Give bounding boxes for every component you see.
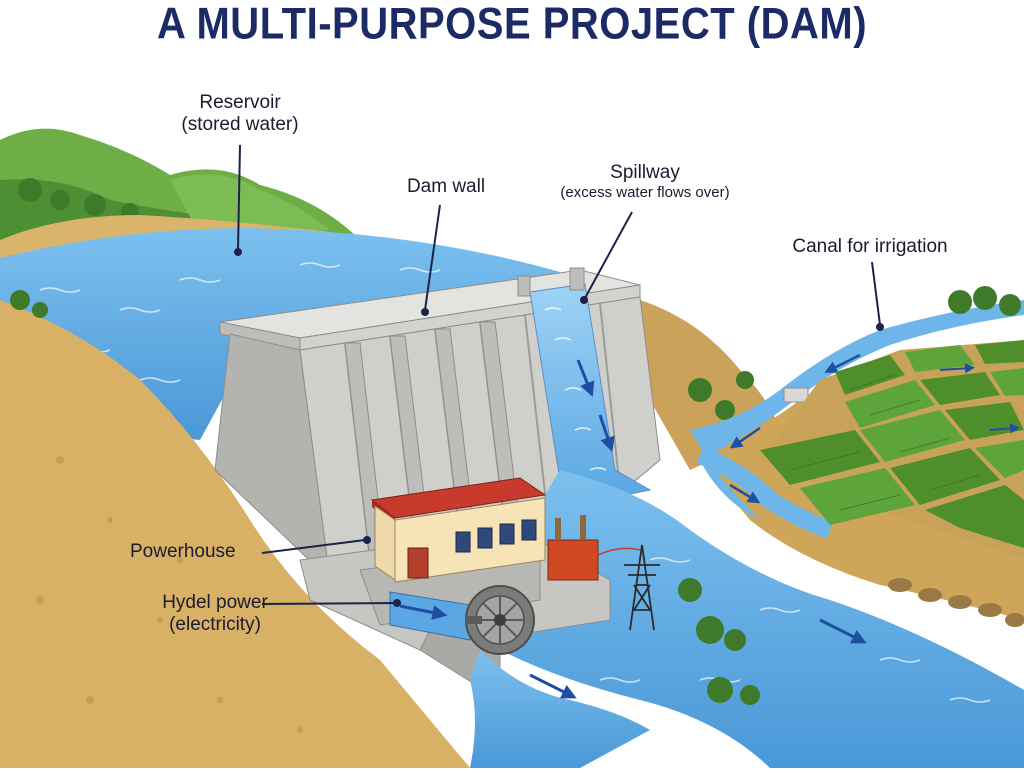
left-soil-slope bbox=[0, 300, 470, 768]
label-hydel-power: Hydel power (electricity) bbox=[140, 592, 290, 636]
river-ripples bbox=[599, 557, 991, 703]
label-reservoir-title: Reservoir bbox=[199, 92, 281, 113]
label-canal-title: Canal for irrigation bbox=[792, 236, 948, 257]
irrigation-canal bbox=[690, 300, 1024, 539]
label-dam-wall: Dam wall bbox=[386, 176, 506, 198]
river bbox=[496, 470, 1024, 768]
label-powerhouse-title: Powerhouse bbox=[130, 541, 236, 562]
label-hydel-desc: (electricity) bbox=[169, 613, 261, 635]
leader-lines bbox=[234, 144, 884, 607]
label-spillway-desc: (excess water flows over) bbox=[560, 183, 730, 201]
label-powerhouse: Powerhouse bbox=[130, 541, 270, 563]
reservoir-ripples bbox=[29, 262, 441, 393]
river-flow-arrow bbox=[819, 618, 867, 644]
page-title: A MULTI-PURPOSE PROJECT (DAM) bbox=[156, 0, 868, 49]
tailrace-water bbox=[470, 650, 650, 768]
label-hydel-title: Hydel power bbox=[162, 592, 268, 613]
transmission-tower-icon bbox=[624, 544, 660, 631]
label-dam-wall-title: Dam wall bbox=[406, 176, 486, 197]
transformer-icon bbox=[547, 515, 641, 581]
label-spillway: Spillway (excess water flows over) bbox=[530, 162, 760, 201]
label-reservoir: Reservoir (stored water) bbox=[160, 92, 320, 136]
tailrace-arrow bbox=[529, 673, 577, 699]
label-canal: Canal for irrigation bbox=[770, 236, 970, 258]
turbine-icon bbox=[465, 585, 535, 655]
powerhouse-building bbox=[370, 477, 547, 583]
crop-fields bbox=[760, 286, 1024, 560]
label-reservoir-desc: (stored water) bbox=[181, 113, 299, 135]
label-spillway-title: Spillway bbox=[610, 162, 680, 183]
